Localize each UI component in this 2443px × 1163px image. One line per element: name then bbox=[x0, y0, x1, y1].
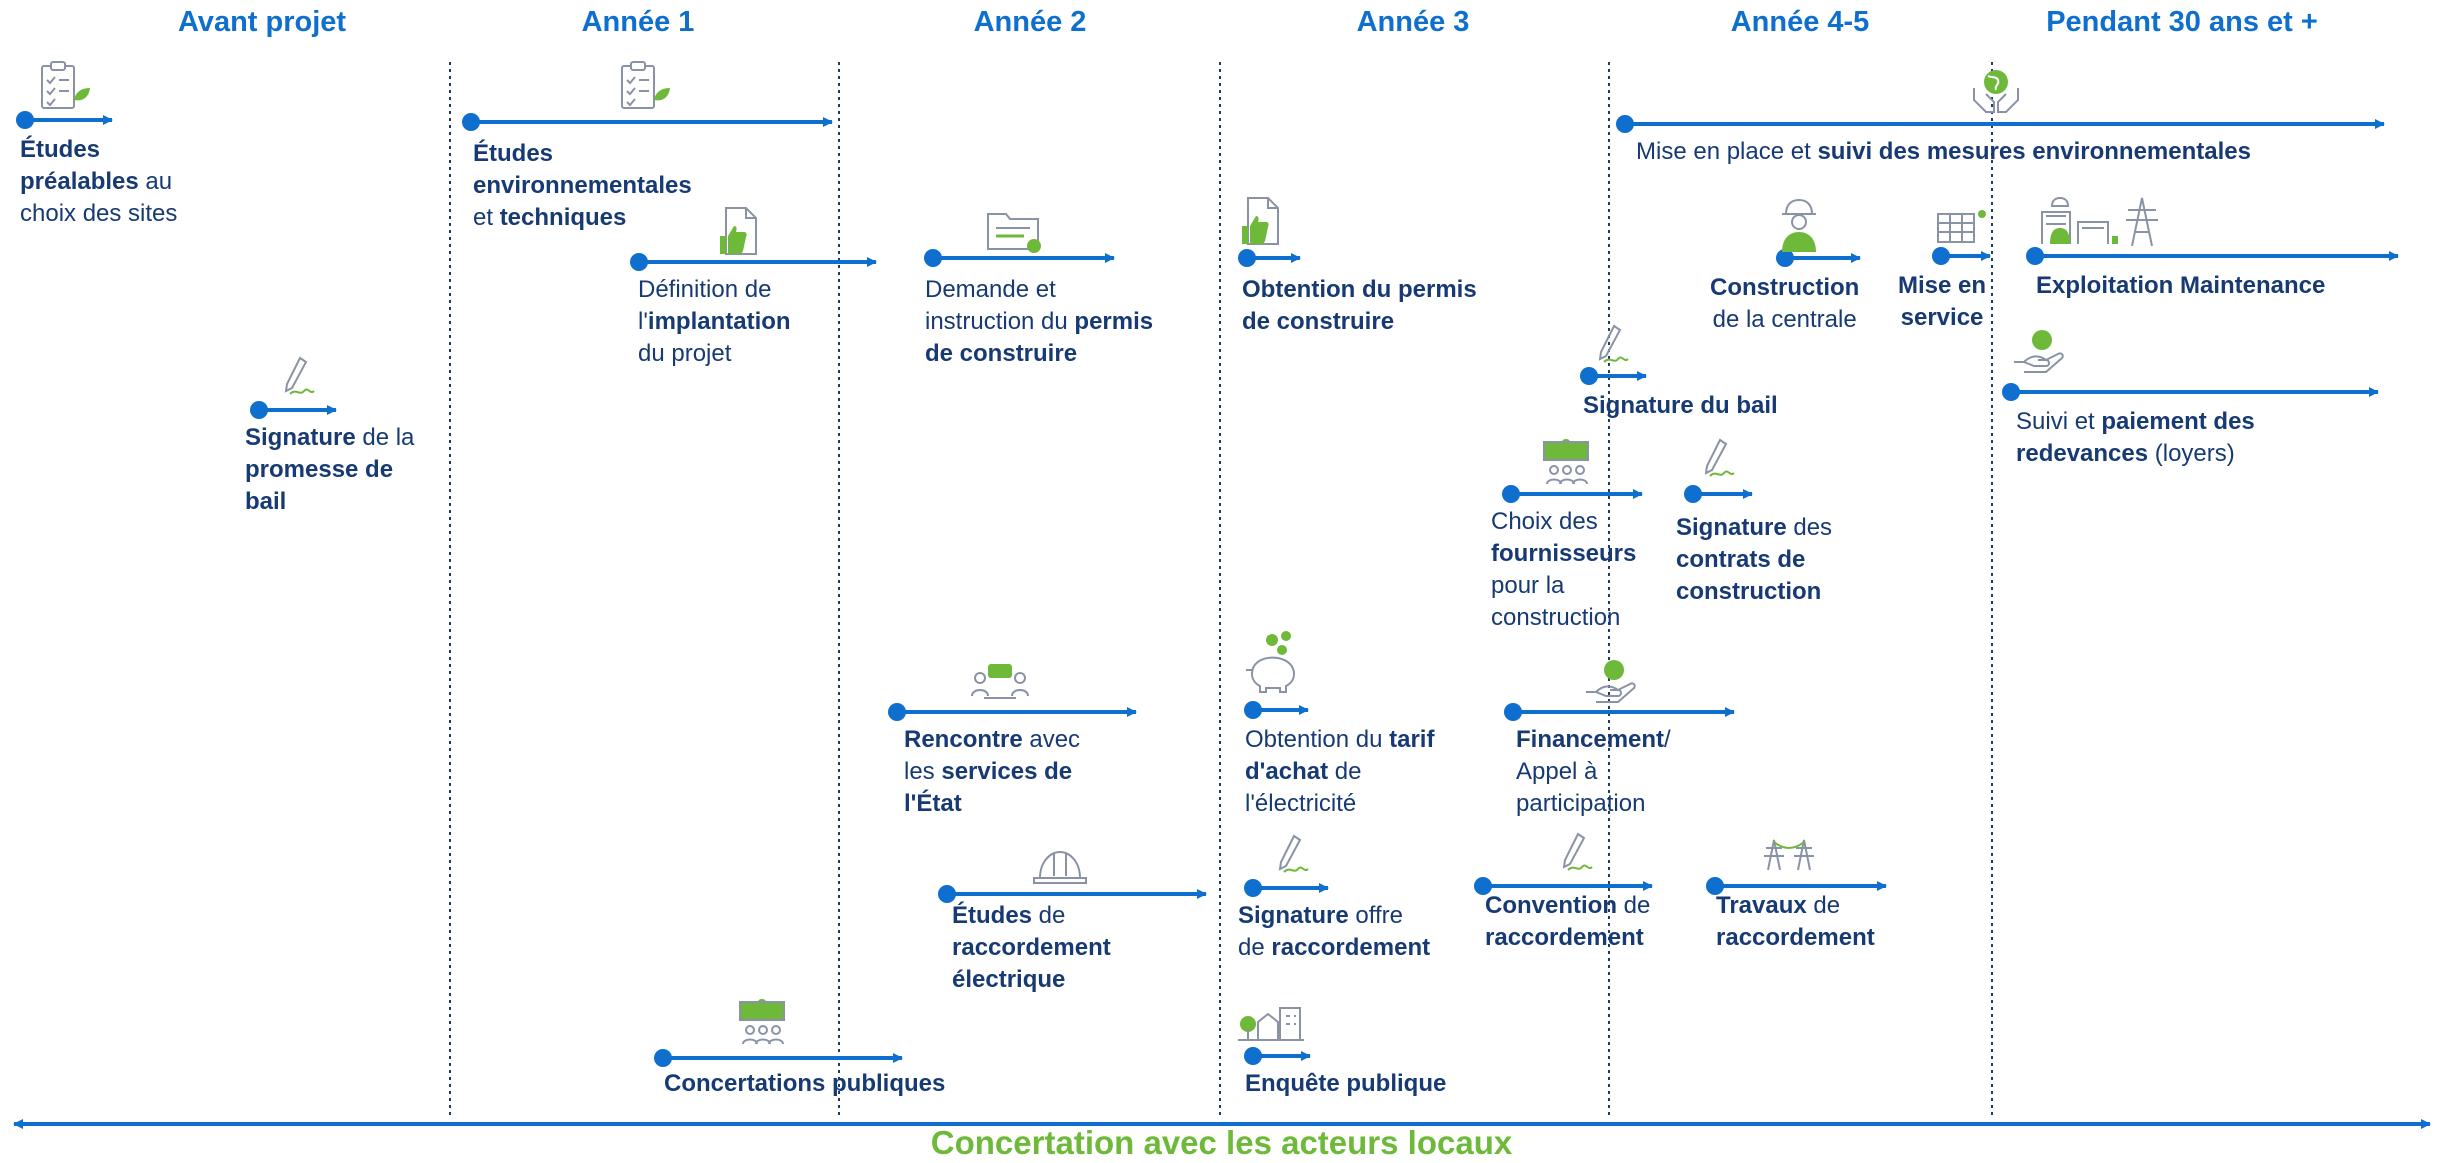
header-annee-3: Année 3 bbox=[1356, 6, 1470, 38]
hard-hat-icon bbox=[1033, 850, 1087, 884]
arrow-signature-contrats bbox=[1684, 485, 1753, 503]
step-signature-bail: Signature du bail bbox=[1583, 392, 1778, 419]
maintenance-workers-icon bbox=[2041, 196, 2158, 247]
folder-icon bbox=[987, 213, 1041, 253]
arrow-etudes-raccordement bbox=[938, 885, 1207, 903]
arrow-exploitation bbox=[2026, 247, 2399, 265]
pen-signature-icon bbox=[1278, 834, 1309, 873]
arrow-financement bbox=[1504, 703, 1735, 721]
arrow-signature-bail bbox=[1580, 367, 1647, 385]
solar-panel-icon bbox=[1937, 210, 1986, 243]
hand-coin-icon bbox=[2014, 330, 2064, 373]
document-thumbs-up-icon bbox=[1242, 197, 1279, 245]
piggy-bank-icon bbox=[1246, 631, 1296, 693]
pen-signature-icon bbox=[1562, 832, 1593, 871]
header-avant-projet: Avant projet bbox=[177, 6, 347, 38]
arrow-obtention-tarif bbox=[1244, 701, 1309, 719]
step-concertations-publiques: Concertations publiques bbox=[664, 1070, 946, 1097]
step-mesures-environnementales: Mise en place et suivi des mesures envir… bbox=[1636, 138, 2251, 165]
checklist-icon bbox=[621, 61, 670, 109]
header-pendant-30-ans: Pendant 30 ans et + bbox=[2046, 6, 2318, 38]
people-puzzle-icon bbox=[1543, 439, 1589, 485]
header-annee-1: Année 1 bbox=[581, 6, 695, 38]
arrow-choix-fournisseurs bbox=[1502, 485, 1643, 503]
checklist-icon bbox=[41, 61, 90, 109]
header-annee-4-5: Année 4-5 bbox=[1730, 6, 1870, 38]
arrow-mesures-env bbox=[1616, 115, 2385, 133]
arrow-suivi-paiement bbox=[2002, 383, 2379, 401]
power-pylon-icon bbox=[1764, 839, 1814, 871]
step-exploitation-maintenance: Exploitation Maintenance bbox=[2036, 272, 2326, 299]
arrow-concertations bbox=[654, 1049, 903, 1067]
arrow-convention bbox=[1474, 877, 1653, 895]
arrow-definition bbox=[630, 253, 877, 271]
hand-coin-icon bbox=[1586, 660, 1636, 703]
arrow-mise-en-service bbox=[1932, 247, 1991, 265]
people-puzzle-icon bbox=[739, 999, 785, 1045]
arrow-obtention-permis bbox=[1238, 249, 1301, 267]
arrow-construction bbox=[1776, 249, 1861, 267]
construction-worker-icon bbox=[1782, 198, 1816, 252]
document-thumbs-up-icon bbox=[720, 207, 757, 255]
footer-concertation: Concertation avec les acteurs locaux bbox=[930, 1124, 1513, 1161]
step-enquete-publique: Enquête publique bbox=[1245, 1070, 1447, 1097]
arrow-etudes-env bbox=[462, 113, 833, 131]
column-dividers bbox=[449, 62, 1993, 1118]
arrow-demande-permis bbox=[924, 249, 1115, 267]
pen-signature-icon bbox=[1598, 324, 1629, 363]
meeting-icon bbox=[971, 664, 1029, 699]
arrow-enquete bbox=[1244, 1047, 1311, 1065]
arrow-signature-offre bbox=[1244, 879, 1329, 897]
pen-signature-icon bbox=[284, 356, 315, 395]
arrow-travaux bbox=[1706, 877, 1887, 895]
arrow-etudes-prealables bbox=[16, 111, 113, 129]
hands-globe-icon bbox=[1973, 70, 2019, 113]
header-annee-2: Année 2 bbox=[973, 6, 1087, 38]
pen-signature-icon bbox=[1704, 438, 1735, 477]
arrow-signature-promesse bbox=[250, 401, 337, 419]
arrow-rencontre bbox=[888, 703, 1137, 721]
town-buildings-icon bbox=[1238, 1007, 1304, 1041]
